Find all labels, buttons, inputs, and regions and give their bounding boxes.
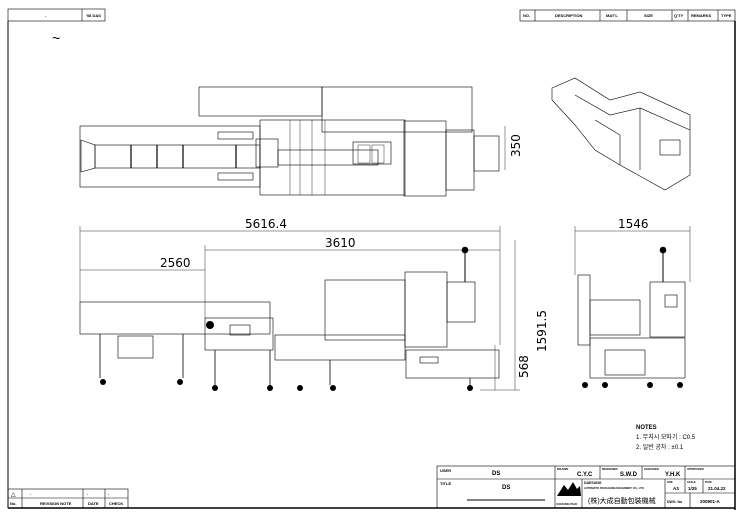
dwg-no-value: 200901-A xyxy=(700,499,721,504)
tilde-mark: ~ xyxy=(52,30,60,46)
checked-label: CHECKED xyxy=(644,467,660,471)
header-size: SIZE xyxy=(644,13,653,18)
frame xyxy=(7,21,736,510)
front-view xyxy=(79,246,500,391)
revision-check-value: - xyxy=(108,491,110,496)
company-logo-mountain-icon xyxy=(557,482,581,496)
note-1: 1. 무지시 모따기 : C0.5 xyxy=(636,433,696,441)
dim-2560: 2560 xyxy=(160,256,191,270)
top-view xyxy=(79,86,500,197)
company-name-en: DAESUNG xyxy=(584,481,602,485)
header-qty: Q'TY xyxy=(674,13,684,18)
revision-date-value: - xyxy=(87,491,89,496)
header-type: TYPE xyxy=(721,13,732,18)
dim-1591-5: 1591.5 xyxy=(535,310,549,352)
revision-header-date: DATE xyxy=(88,501,99,506)
revision-triangle-icon: △ xyxy=(11,492,16,498)
user-label: USER xyxy=(440,468,451,473)
dim-5616-4: 5616.4 xyxy=(245,217,287,231)
scale-label: SCALE xyxy=(687,480,696,484)
revision-header-note: REVISION NOTE xyxy=(40,501,72,506)
company-subtitle: AUTOMATIC PACKAGING MACHINERY CO., LTD. xyxy=(584,486,645,490)
dim-568: 568 xyxy=(517,355,531,378)
scale-value: 1/25 xyxy=(688,486,697,491)
revision-note-value: - xyxy=(30,491,32,496)
title-label: TITLE xyxy=(440,481,451,486)
revision-header-check: CHECK xyxy=(109,501,123,506)
date-value: 21.04.22 xyxy=(708,486,726,491)
header-no: NO. xyxy=(523,13,530,18)
date-label: DATE xyxy=(705,480,712,484)
top-left-field: - xyxy=(45,13,47,18)
header-description: DESCRIPTION xyxy=(555,13,582,18)
dim-1546: 1546 xyxy=(618,217,649,231)
side-view xyxy=(577,246,686,388)
drawn-value: C.Y.C xyxy=(577,472,593,478)
notes: NOTES 1. 무지시 모따기 : C0.5 2. 일반 공차 : ±0.1 xyxy=(636,425,696,451)
top-left-label: '08 DAS xyxy=(86,13,101,18)
size-label: SIZE xyxy=(667,480,673,484)
title-value: DS xyxy=(502,485,510,491)
note-2: 2. 일반 공차 : ±0.1 xyxy=(636,443,684,451)
drawn-label: DRAWN xyxy=(557,467,568,471)
company-name-kr: (株)大成自動包裝機械 xyxy=(588,496,656,505)
header-remarks: REMARKS xyxy=(691,13,712,18)
revision-block: △ - - - No. REVISION NOTE DATE CHECK xyxy=(7,488,129,509)
title-block: USER DS TITLE DS DRAWN C.Y.C DESIGNED S.… xyxy=(436,465,736,509)
logo-text: DAESUNG PACK xyxy=(557,502,578,506)
size-value: A3 xyxy=(673,486,679,491)
isometric-view xyxy=(551,77,691,191)
dim-3610: 3610 xyxy=(325,236,356,250)
dwg-no-label: DWG. No xyxy=(667,500,682,504)
designed-label: DESIGNED xyxy=(602,467,619,471)
approved-label: APPROVED xyxy=(687,467,705,471)
header-material: MAT'L xyxy=(606,13,618,18)
user-value: DS xyxy=(492,471,500,477)
dim-350: 350 xyxy=(509,134,523,157)
designed-value: S.W.D xyxy=(620,472,638,478)
checked-value: Y.H.K xyxy=(665,472,681,478)
revision-header-no: No. xyxy=(10,501,16,506)
dimension-lines xyxy=(79,126,691,391)
parts-table-header: NO. DESCRIPTION MAT'L SIZE Q'TY REMARKS … xyxy=(519,9,736,22)
top-left-box: - '08 DAS ~ xyxy=(7,8,106,46)
notes-title: NOTES xyxy=(636,425,657,431)
